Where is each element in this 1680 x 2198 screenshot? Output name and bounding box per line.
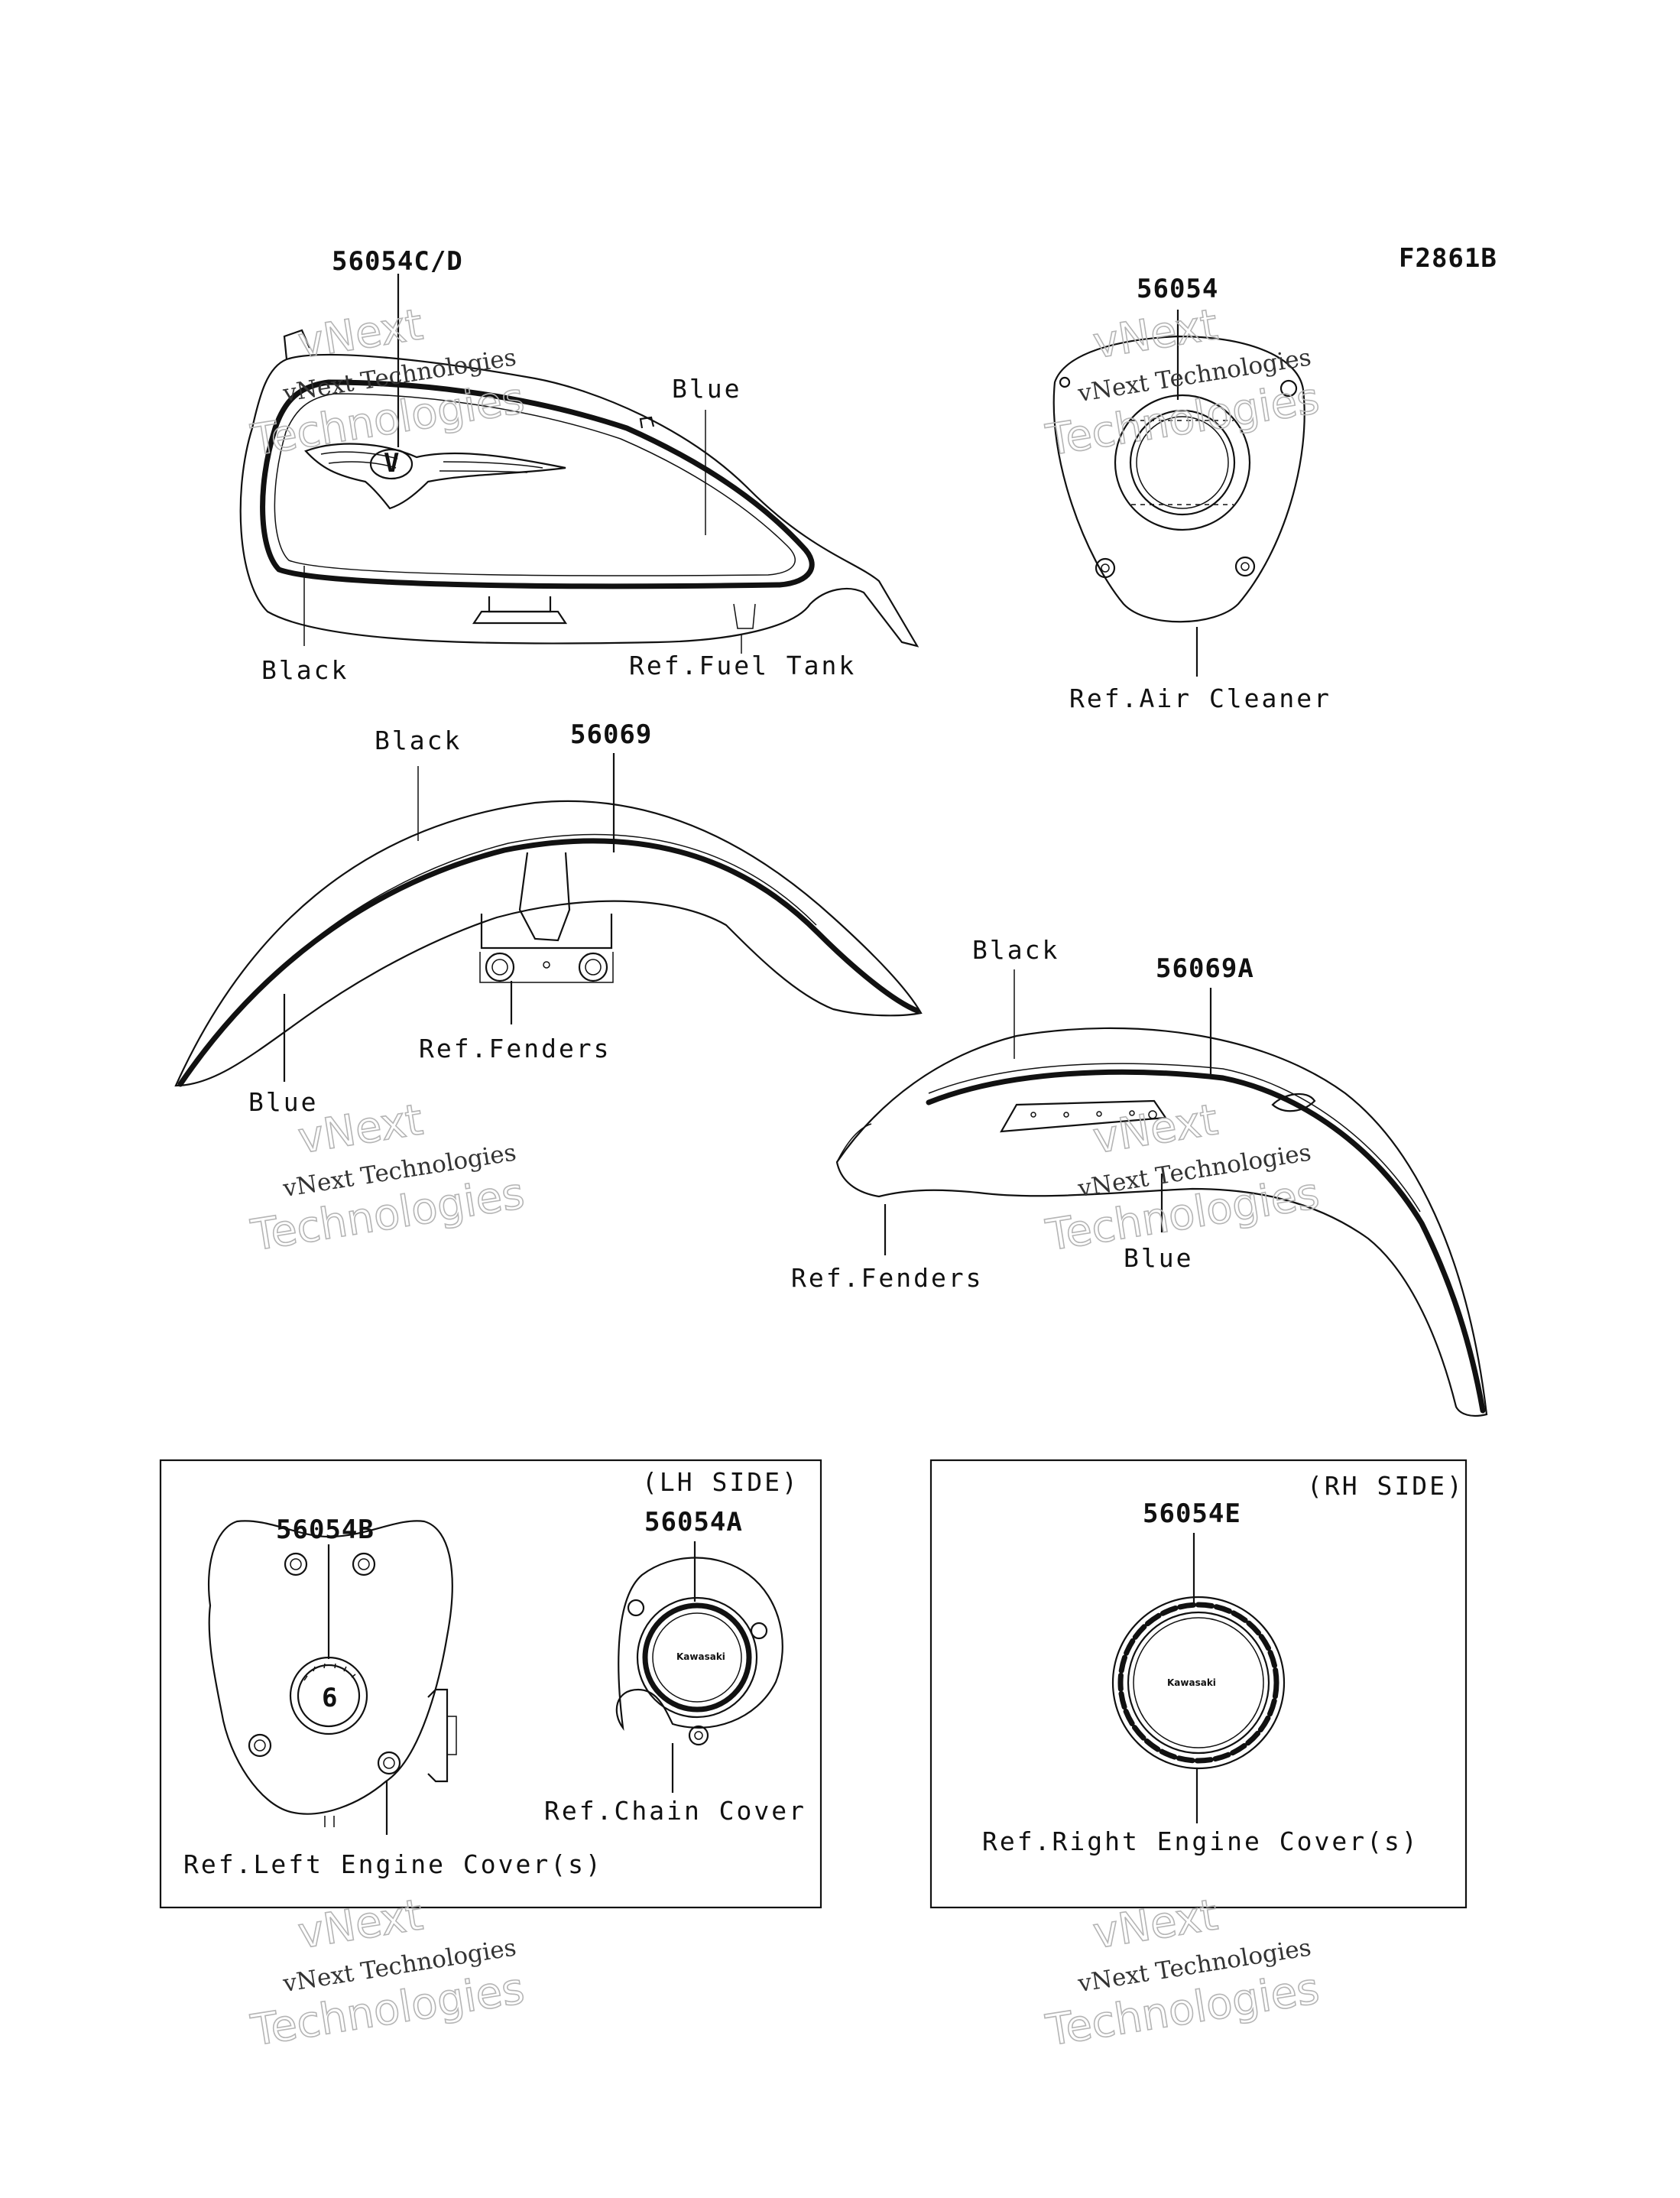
- label-rfender-part: 56069A: [1156, 953, 1254, 984]
- label-lh-ref-chain: Ref.Chain Cover: [544, 1796, 806, 1826]
- label-ffender-blue: Blue: [248, 1087, 318, 1117]
- watermark-6-top: vNext: [1090, 1890, 1221, 1959]
- label-rh-ref: Ref.Right Engine Cover(s): [982, 1826, 1419, 1856]
- rh-side-box: [929, 1459, 1468, 1909]
- label-rfender-black: Black: [972, 935, 1059, 965]
- watermark-2: vNext vNext Technologies Technologies: [1042, 299, 1323, 466]
- label-tank-blue: Blue: [672, 374, 741, 404]
- label-aircleaner-ref: Ref.Air Cleaner: [1069, 683, 1331, 713]
- watermark-4-top: vNext: [1090, 1095, 1221, 1164]
- watermark-1: vNext vNext Technologies Technologies: [247, 299, 528, 466]
- label-lh-side: (LH SIDE): [642, 1467, 799, 1497]
- label-ffender-part: 56069: [570, 719, 652, 750]
- label-ffender-black: Black: [375, 726, 462, 755]
- label-ffender-ref: Ref.Fenders: [419, 1034, 611, 1063]
- label-lh-part-b: 56054B: [276, 1515, 375, 1545]
- air-cleaner-drawing: [1052, 335, 1305, 623]
- label-rfender-ref: Ref.Fenders: [791, 1263, 984, 1293]
- chain-cover-drawing: Kawasaki: [615, 1557, 783, 1746]
- figure-code: F2861B: [1399, 243, 1497, 274]
- gauge-digit: 6: [322, 1683, 338, 1713]
- label-rfender-blue: Blue: [1124, 1243, 1193, 1273]
- label-rh-part: 56054E: [1143, 1498, 1241, 1529]
- label-lh-ref-engine: Ref.Left Engine Cover(s): [183, 1849, 603, 1879]
- label-tank-part: 56054C/D: [332, 246, 463, 277]
- label-lh-part-a: 56054A: [644, 1507, 743, 1537]
- rear-fender-drawing: [835, 1027, 1488, 1417]
- watermark-5: vNext vNext Technologies Technologies: [247, 1889, 528, 2057]
- tank-logo-letter: V: [384, 448, 400, 479]
- label-aircleaner-part: 56054: [1137, 274, 1218, 304]
- label-tank-ref: Ref.Fuel Tank: [629, 651, 856, 680]
- watermark-2-top: vNext: [1090, 300, 1221, 368]
- left-engine-cover-drawing: 6: [207, 1520, 457, 1827]
- label-tank-black: Black: [261, 655, 349, 685]
- front-fender-drawing: [174, 800, 923, 1087]
- watermark-1-top: vNext: [295, 300, 426, 368]
- watermark-5-top: vNext: [295, 1890, 426, 1959]
- label-rh-side: (RH SIDE): [1307, 1471, 1464, 1501]
- lh-side-box: [159, 1459, 822, 1909]
- chain-cover-emblem: Kawasaki: [676, 1651, 725, 1662]
- right-cover-emblem: Kawasaki: [1167, 1677, 1216, 1688]
- watermark-6: vNext vNext Technologies Technologies: [1042, 1889, 1323, 2057]
- right-engine-cover-drawing: Kawasaki: [1111, 1596, 1286, 1770]
- fuel-tank-drawing: V: [239, 329, 919, 648]
